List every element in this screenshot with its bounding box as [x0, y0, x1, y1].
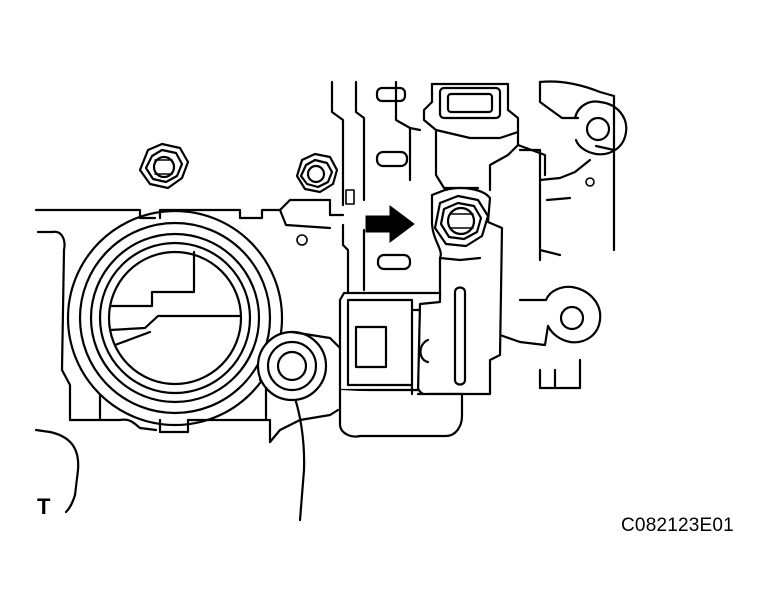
hex-bolt-icon — [138, 142, 190, 190]
figure-code: C082123E01 — [621, 515, 734, 536]
circular-bore-housing — [66, 209, 284, 427]
corner-label: T — [37, 494, 51, 519]
round-boss — [256, 330, 344, 402]
mounting-ear-lower — [498, 285, 602, 347]
hex-bolt-icon — [295, 152, 339, 194]
arrow-right-icon — [365, 205, 415, 243]
speed-sensor — [338, 291, 464, 438]
connector-block-top — [422, 82, 547, 192]
valve-body-plate — [296, 80, 616, 390]
mounting-ear-upper — [573, 100, 628, 156]
sensor-bolt — [433, 194, 490, 248]
